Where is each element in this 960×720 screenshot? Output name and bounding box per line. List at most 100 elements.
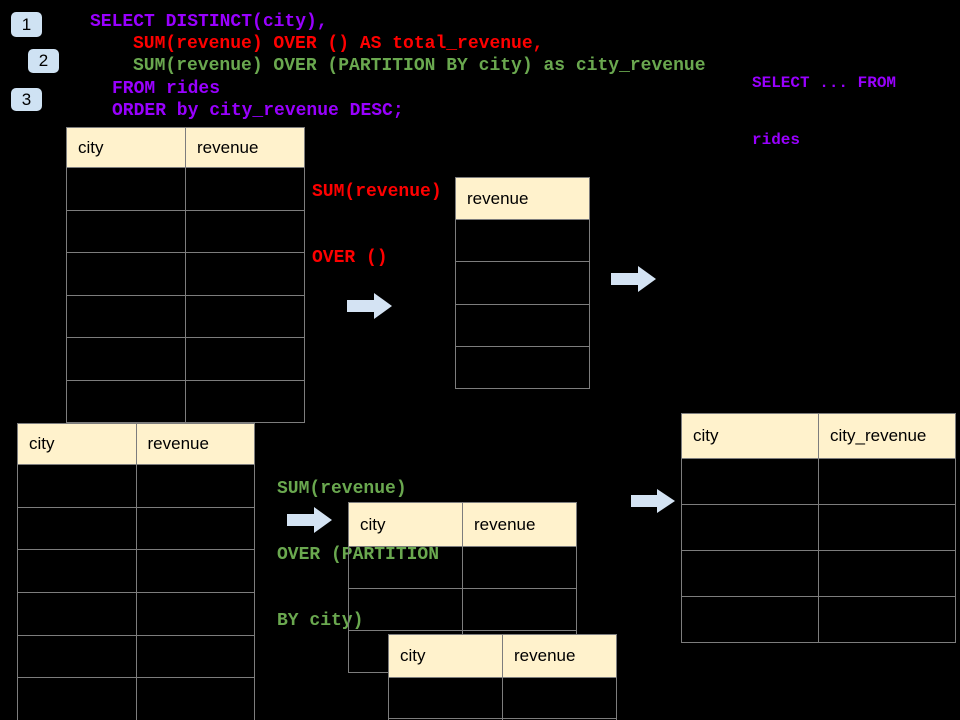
empty-cell — [389, 678, 502, 718]
from-rides-snippet-line1: SELECT ... FROM — [752, 74, 897, 92]
table-header-row: revenue — [456, 178, 589, 219]
flow-arrow-to-result-icon — [631, 489, 675, 513]
partition-annotation-line2: OVER (PARTITION — [277, 545, 440, 565]
empty-cell — [67, 381, 185, 423]
empty-cell — [349, 589, 462, 630]
empty-table-row — [456, 219, 589, 261]
empty-cell — [67, 168, 185, 210]
flow-arrow-from-revenue-icon — [611, 266, 656, 292]
total-annotation-line1: SUM(revenue) — [312, 182, 442, 202]
empty-cell — [456, 347, 589, 388]
column-header-city: city — [389, 635, 502, 677]
empty-cell — [462, 589, 576, 630]
empty-cell — [18, 465, 136, 507]
step-1-label: 1 — [21, 14, 32, 34]
step-3-badge: 3 — [11, 88, 42, 111]
empty-cell — [818, 459, 955, 504]
empty-cell — [135, 678, 255, 720]
empty-cell — [502, 678, 616, 718]
empty-cell — [135, 593, 255, 635]
total-revenue-annotation: SUM(revenue) OVER () — [312, 137, 442, 313]
flow-arrow-to-revenue-icon — [347, 293, 392, 319]
column-header-revenue: revenue — [135, 424, 254, 464]
empty-table-row — [67, 294, 304, 338]
sql-line-select: SELECT DISTINCT(city), — [90, 12, 328, 32]
empty-cell — [682, 505, 818, 550]
empty-cell — [185, 380, 304, 422]
empty-table-row — [67, 209, 304, 253]
empty-table-row — [456, 345, 589, 388]
empty-cell — [185, 168, 304, 210]
empty-table-row — [18, 506, 255, 550]
column-header-city: city — [349, 503, 462, 546]
empty-table-row — [349, 588, 576, 630]
empty-cell — [18, 636, 136, 678]
empty-cell — [456, 220, 589, 261]
sql-line-from: FROM rides — [112, 79, 221, 99]
partition-annotation-line3: BY city) — [277, 611, 364, 631]
empty-cell — [67, 253, 185, 295]
empty-cell — [818, 551, 955, 596]
empty-cell — [18, 508, 136, 550]
empty-cell — [135, 550, 255, 593]
empty-cell — [67, 211, 185, 253]
flow-arrow-to-partition-icon — [287, 507, 332, 533]
empty-table-row — [682, 550, 955, 596]
empty-table-row — [456, 261, 589, 303]
sql-line-order-by: ORDER by city_revenue DESC; — [112, 101, 404, 121]
empty-table-row — [67, 379, 304, 423]
empty-cell — [456, 262, 589, 303]
empty-table-row — [18, 677, 254, 720]
empty-cell — [135, 465, 255, 507]
empty-cell — [67, 296, 185, 338]
empty-cell — [185, 253, 304, 295]
column-header-revenue: revenue — [502, 635, 616, 677]
empty-table-row — [349, 546, 576, 588]
column-header-city: city — [67, 128, 185, 167]
empty-table-row — [18, 634, 255, 678]
empty-cell — [349, 547, 462, 588]
empty-cell — [818, 505, 955, 550]
column-header-city: city — [682, 414, 818, 458]
empty-table-row — [456, 303, 589, 346]
empty-cell — [682, 459, 818, 504]
empty-cell — [67, 338, 185, 380]
empty-table-row — [18, 464, 254, 507]
partition-annotation-line1: SUM(revenue) — [277, 479, 407, 499]
partition-annotation: SUM(revenue) OVER (PARTITION BY city) — [277, 434, 439, 676]
empty-cell — [135, 635, 255, 678]
empty-cell — [456, 305, 589, 346]
empty-cell — [682, 551, 818, 596]
empty-cell — [18, 550, 136, 592]
step-2-badge: 2 — [28, 49, 59, 73]
table-total-revenue-result: revenue — [455, 177, 590, 390]
empty-table-row — [682, 458, 955, 504]
empty-table-row — [18, 549, 255, 593]
empty-cell — [18, 593, 136, 635]
from-rides-snippet-line2: rides — [752, 131, 801, 149]
sql-line-sum-over-partition: SUM(revenue) OVER (PARTITION BY city) as… — [133, 56, 706, 76]
empty-cell — [185, 295, 304, 337]
step-1-badge: 1 — [11, 12, 42, 37]
empty-cell — [185, 338, 304, 380]
empty-cell — [462, 547, 576, 588]
empty-table-row — [67, 167, 304, 210]
empty-cell — [818, 597, 955, 642]
empty-table-row — [67, 252, 304, 295]
empty-cell — [682, 597, 818, 642]
empty-cell — [135, 507, 255, 550]
empty-table-row — [682, 596, 955, 642]
column-header-city_revenue: city_revenue — [818, 414, 955, 458]
empty-cell — [18, 678, 136, 720]
column-header-revenue: revenue — [462, 503, 576, 546]
sql-line-sum-over-total: SUM(revenue) OVER () AS total_revenue, — [133, 34, 544, 54]
